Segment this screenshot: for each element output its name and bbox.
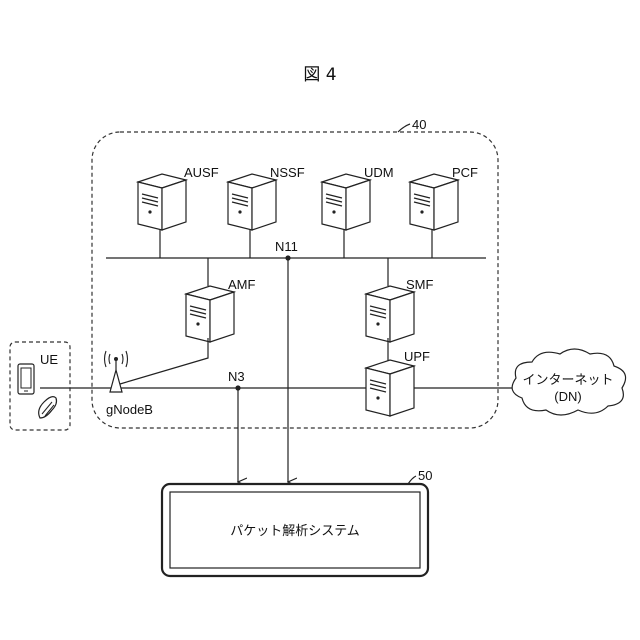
amf-label: AMF (228, 277, 256, 292)
upf-server-icon (366, 360, 414, 416)
pcf-server-icon (410, 174, 458, 230)
core-network-ref: 40 (412, 117, 426, 132)
ue-label: UE (40, 352, 58, 367)
packet-system-label: パケット解析システム (230, 524, 360, 539)
nssf-label: NSSF (270, 165, 305, 180)
pcf-label: PCF (452, 165, 478, 180)
amf-gnodeb-link (120, 338, 208, 384)
amf-server-icon (186, 286, 234, 342)
figure-title: 図 4 (303, 65, 336, 85)
smf-label: SMF (406, 277, 434, 292)
udm-label: UDM (364, 165, 394, 180)
smf-server-icon (366, 286, 414, 342)
n11-label: N11 (275, 239, 298, 254)
antenna-icon (105, 351, 128, 392)
ausf-server-icon (138, 174, 186, 230)
handset-icon (39, 397, 57, 418)
internet-dn-label: (DN) (554, 389, 581, 404)
udm-server-icon (322, 174, 370, 230)
internet-label: インターネット (522, 373, 613, 388)
n3-label: N3 (228, 369, 245, 384)
smartphone-icon (18, 364, 34, 394)
packet-system-ref-leader (408, 476, 416, 484)
core-network-ref-leader (398, 124, 410, 132)
packet-system-ref: 50 (418, 468, 432, 483)
upf-label: UPF (404, 349, 430, 364)
nssf-server-icon (228, 174, 276, 230)
ausf-label: AUSF (184, 165, 219, 180)
gnodeb-label: gNodeB (106, 402, 153, 417)
